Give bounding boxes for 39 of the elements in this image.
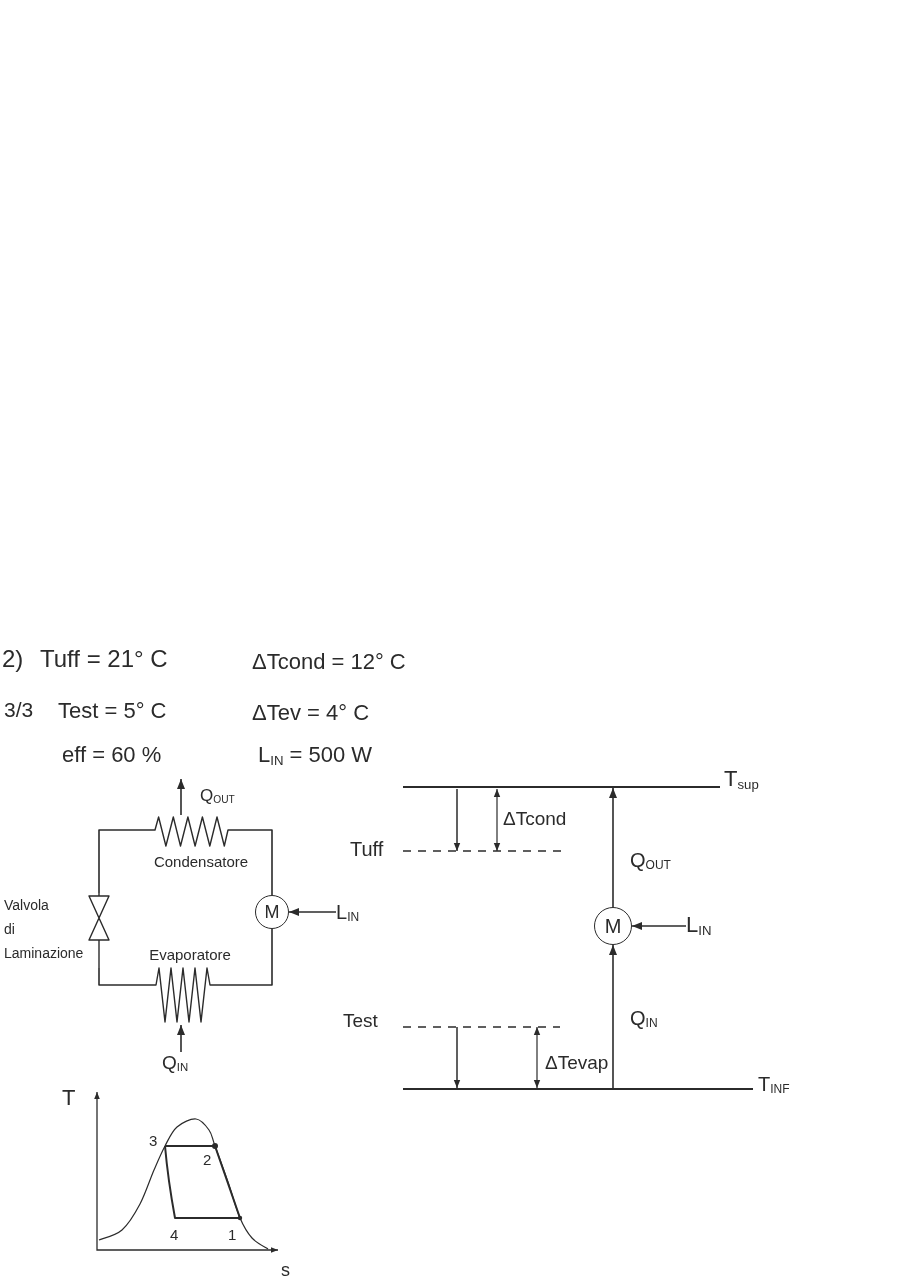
axis-label: T — [62, 1085, 76, 1111]
state-point-number: 1 — [228, 1226, 237, 1244]
temperature-label: T$_{sup}$ — [724, 766, 759, 792]
given-value: Test = 5° C — [58, 698, 167, 724]
problem-number: 2) — [2, 645, 24, 673]
temperature-level-line — [403, 1088, 753, 1090]
heat-flow-arrow — [609, 787, 617, 908]
state-point-number: 4 — [170, 1226, 179, 1244]
dimension-label: ΔTcond — [503, 808, 567, 830]
temperature-label: Tuff — [350, 838, 384, 861]
temperature-level-line — [403, 786, 720, 788]
given-value: Tuff = 21° C — [40, 645, 168, 673]
edge-label: Q$_{OUT}$ — [198, 786, 237, 806]
axis-label: s — [281, 1260, 290, 1281]
component-label: Evaporatore — [148, 945, 232, 964]
heat-flow-arrow — [609, 944, 617, 1089]
given-value: eff = 60 % — [62, 742, 162, 768]
dimension-label: ΔTevap — [545, 1052, 609, 1074]
work-input-arrow — [631, 922, 687, 930]
pipe-line — [241, 928, 273, 986]
pipe-line — [261, 829, 273, 896]
given-value: ΔTev = 4° C — [252, 700, 370, 726]
heat-flow-arrow — [177, 778, 185, 816]
page-number: 3/3 — [4, 698, 34, 723]
component-label: Valvola di Laminazione — [4, 896, 85, 963]
pipe-line — [98, 829, 141, 894]
state-point-number: 2 — [203, 1151, 212, 1169]
heat-flow-arrow — [177, 1024, 185, 1053]
component-label: Condensatore — [152, 852, 250, 871]
pipe-line — [98, 967, 139, 986]
state-point-number: 3 — [149, 1132, 158, 1150]
work-input-arrow — [288, 908, 337, 916]
given-value: ΔTcond = 12° C — [252, 649, 406, 675]
work-input-label: L$_{IN}$ — [686, 912, 712, 939]
work-input-label: L$_{IN}$ — [336, 900, 360, 924]
given-value: L$_{IN}$ = 500 W — [258, 742, 373, 768]
temperature-label: T$_{INF}$ — [758, 1073, 790, 1096]
heat-input-label: Q$_{IN}$ — [162, 1052, 189, 1075]
temperature-label: Test — [343, 1010, 378, 1032]
